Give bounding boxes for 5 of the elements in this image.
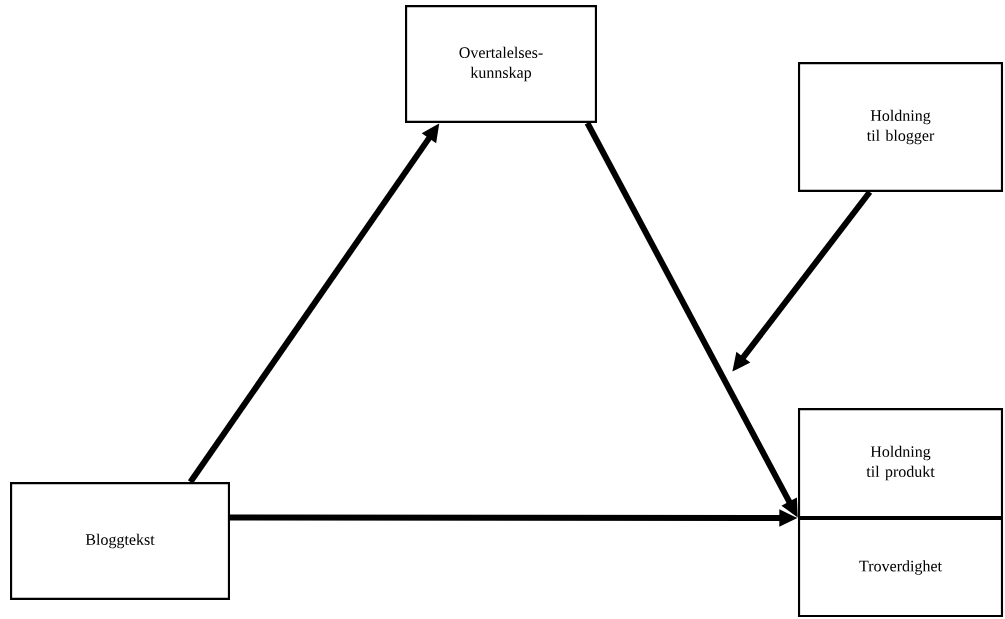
box: Overtalelses- kunnskap [405,5,597,123]
box: Bloggtekst [10,482,230,600]
box: Troverdighet [797,517,1004,618]
box: Holdning til blogger [797,62,1004,192]
box: Holdning til produkt [797,408,1004,518]
